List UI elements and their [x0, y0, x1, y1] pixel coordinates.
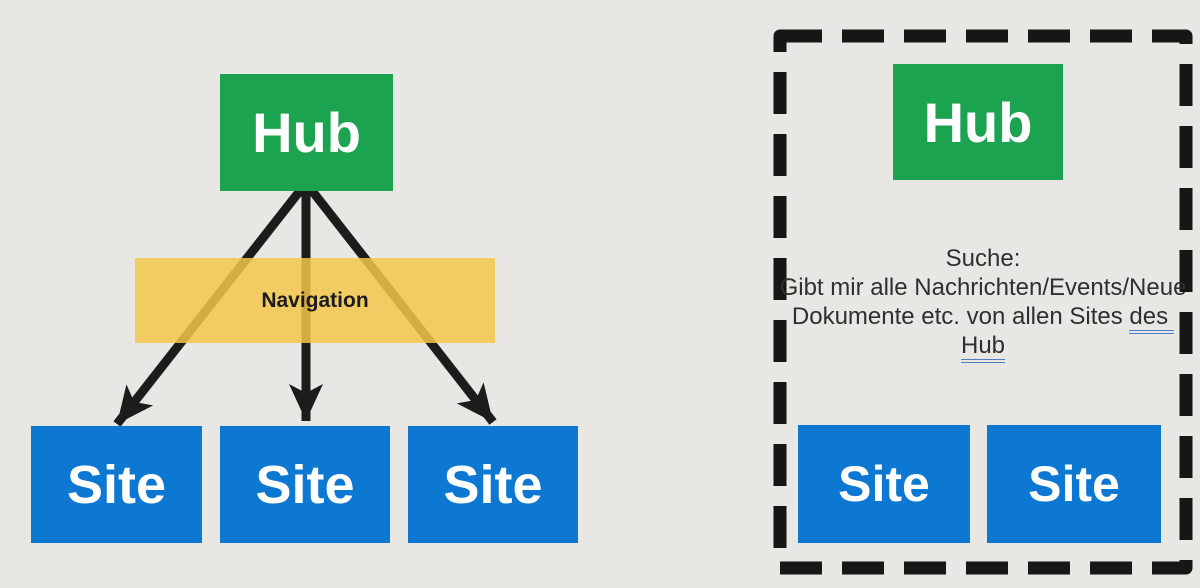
hub-label: Hub	[923, 90, 1033, 154]
hub-box-left: Hub	[220, 74, 393, 191]
navigation-label: Navigation	[261, 288, 369, 312]
site-box-left-3: Site	[408, 426, 578, 543]
search-description-line-3-text: Dokumente etc. von allen Sites	[791, 303, 1130, 330]
hub-boundary-dashed-border	[773, 29, 1193, 575]
search-title: Suche:	[945, 245, 1021, 272]
site-label: Site	[66, 454, 167, 515]
search-description-line-3: Dokumente etc. von allen Sites des	[765, 302, 1200, 334]
site-label: Site	[443, 454, 543, 515]
des-hub-link-part-1[interactable]: des	[1129, 303, 1175, 334]
navigation-bar: Navigation	[135, 258, 495, 343]
site-box-right-1: Site	[798, 425, 970, 543]
site-box-left-2: Site	[220, 426, 390, 543]
des-hub-link-part-2[interactable]: Hub	[960, 332, 1006, 363]
search-description-line-2: Gibt mir alle Nachrichten/Events/Neue	[779, 274, 1187, 301]
hub-label: Hub	[252, 101, 361, 164]
search-description-line-4: Hub	[765, 331, 1200, 363]
site-label: Site	[838, 456, 930, 512]
site-box-right-2: Site	[987, 425, 1161, 543]
site-label: Site	[255, 454, 355, 515]
hub-box-right: Hub	[893, 64, 1063, 180]
site-box-left-1: Site	[31, 426, 202, 543]
hub-search-description: Suche: Gibt mir alle Nachrichten/Events/…	[765, 244, 1200, 363]
site-label: Site	[1028, 456, 1120, 512]
